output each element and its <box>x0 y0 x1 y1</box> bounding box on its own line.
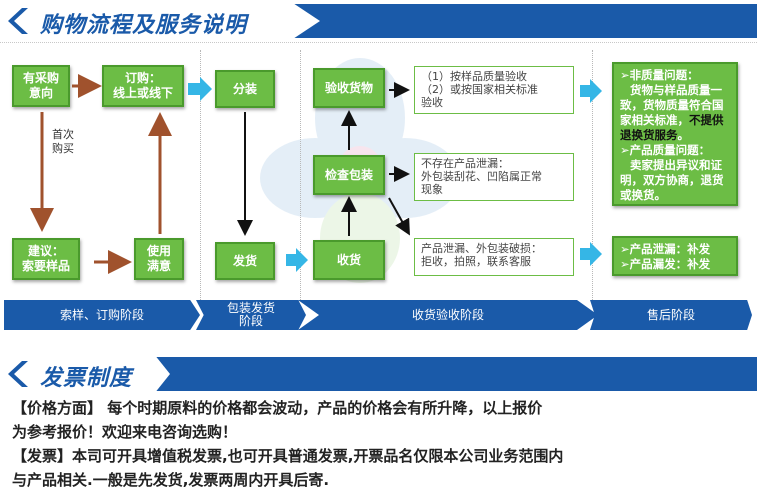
column-separator <box>300 50 301 300</box>
invoice-line: 【发票】本司可开具增值税发票,也可开具普通发票,开票品名仅限本公司业务范围内 <box>12 447 564 465</box>
no-leak-box: 不存在产品泄漏： 外包装刮花、凹陷属正常 现象 <box>414 153 574 201</box>
no-leak-line: 外包装刮花、凹陷属正常 <box>421 170 542 183</box>
column-separator <box>592 50 593 300</box>
order-box: 订购： 线上或线下 <box>102 65 184 107</box>
header-tab <box>0 4 320 38</box>
stage-sample-order: 索样、订购阶段 <box>4 300 200 330</box>
arrow-diagonal <box>388 197 410 236</box>
non-quality-title: ➢非质量问题： <box>620 68 699 82</box>
check-package-box: 检查包装 <box>313 155 385 195</box>
purchase-intent-box: 有采购 意向 <box>12 65 70 107</box>
leak-notes: ➢产品泄漏：补发 ➢产品漏发：补发 <box>612 236 738 276</box>
sample-request-box: 建议： 索要样品 <box>12 238 80 280</box>
stage-after-sales: 售后阶段 <box>590 300 752 330</box>
invoice-title: 发票制度 <box>40 366 133 391</box>
packing-box: 分装 <box>215 70 275 108</box>
satisfied-box: 使用 满意 <box>134 238 184 280</box>
flow-arrows <box>30 74 602 274</box>
leak-note: ➢产品漏发：补发 <box>620 257 711 271</box>
non-quality-end: 。 <box>677 128 690 142</box>
stage-receive-inspect: 收货验收阶段 <box>298 300 598 330</box>
header-tab <box>0 357 170 391</box>
no-return-text: 不提供退换货服务 <box>620 113 724 142</box>
first-purchase-label: 首次 购买 <box>52 128 74 155</box>
divider <box>0 42 757 43</box>
shipping-box: 发货 <box>215 242 275 280</box>
no-leak-line: 现象 <box>421 183 443 196</box>
inspection-methods-box: （1）按样品质量验收 （2）或按国家相关标准 验收 <box>414 66 574 114</box>
no-leak-line: 不存在产品泄漏： <box>421 157 509 170</box>
stage-pack-ship: 包装发货 阶段 <box>196 300 306 330</box>
cyan-arrow <box>580 79 602 103</box>
leak-box: 产品泄漏、外包装破损： 拒收，拍照，联系客服 <box>414 238 574 276</box>
leak-line: 产品泄漏、外包装破损： <box>421 242 542 255</box>
non-quality-body: 货物与样品质量一致，货物质量符合国家相关标准， <box>620 83 724 127</box>
cyan-arrow <box>286 248 308 272</box>
inspect-goods-box: 验收货物 <box>313 68 385 108</box>
leak-line: 拒收，拍照，联系客服 <box>421 255 531 268</box>
quality-body: 卖家提出异议和证明，双方协商，退货或换货。 <box>620 158 724 202</box>
chevron-left-icon <box>8 6 30 36</box>
leak-note: ➢产品泄漏：补发 <box>620 242 711 256</box>
receive-box: 收货 <box>313 240 385 280</box>
after-sales-notes: ➢非质量问题： 货物与样品质量一致，货物质量符合国家相关标准，不提供退换货服务。… <box>612 62 738 206</box>
inspection-line: （1）按样品质量验收 <box>421 70 527 83</box>
invoice-line: 【价格方面】 每个时期原料的价格都会波动，产品的价格会有所升降，以上报价 <box>12 399 543 417</box>
quality-title: ➢产品质量问题： <box>620 143 711 157</box>
inspection-line: 验收 <box>421 96 443 109</box>
invoice-line: 为参考报价！欢迎来电咨询选购！ <box>12 423 238 441</box>
inspection-line: （2）或按国家相关标准 <box>421 83 538 96</box>
chevron-left-icon <box>8 359 30 389</box>
column-separator <box>200 50 201 300</box>
page-title: 购物流程及服务说明 <box>40 13 248 38</box>
cyan-arrow <box>188 77 212 101</box>
invoice-line: 与产品相关.一般是先发货,发票两周内开具后寄. <box>12 471 330 489</box>
cyan-arrow <box>580 242 602 266</box>
